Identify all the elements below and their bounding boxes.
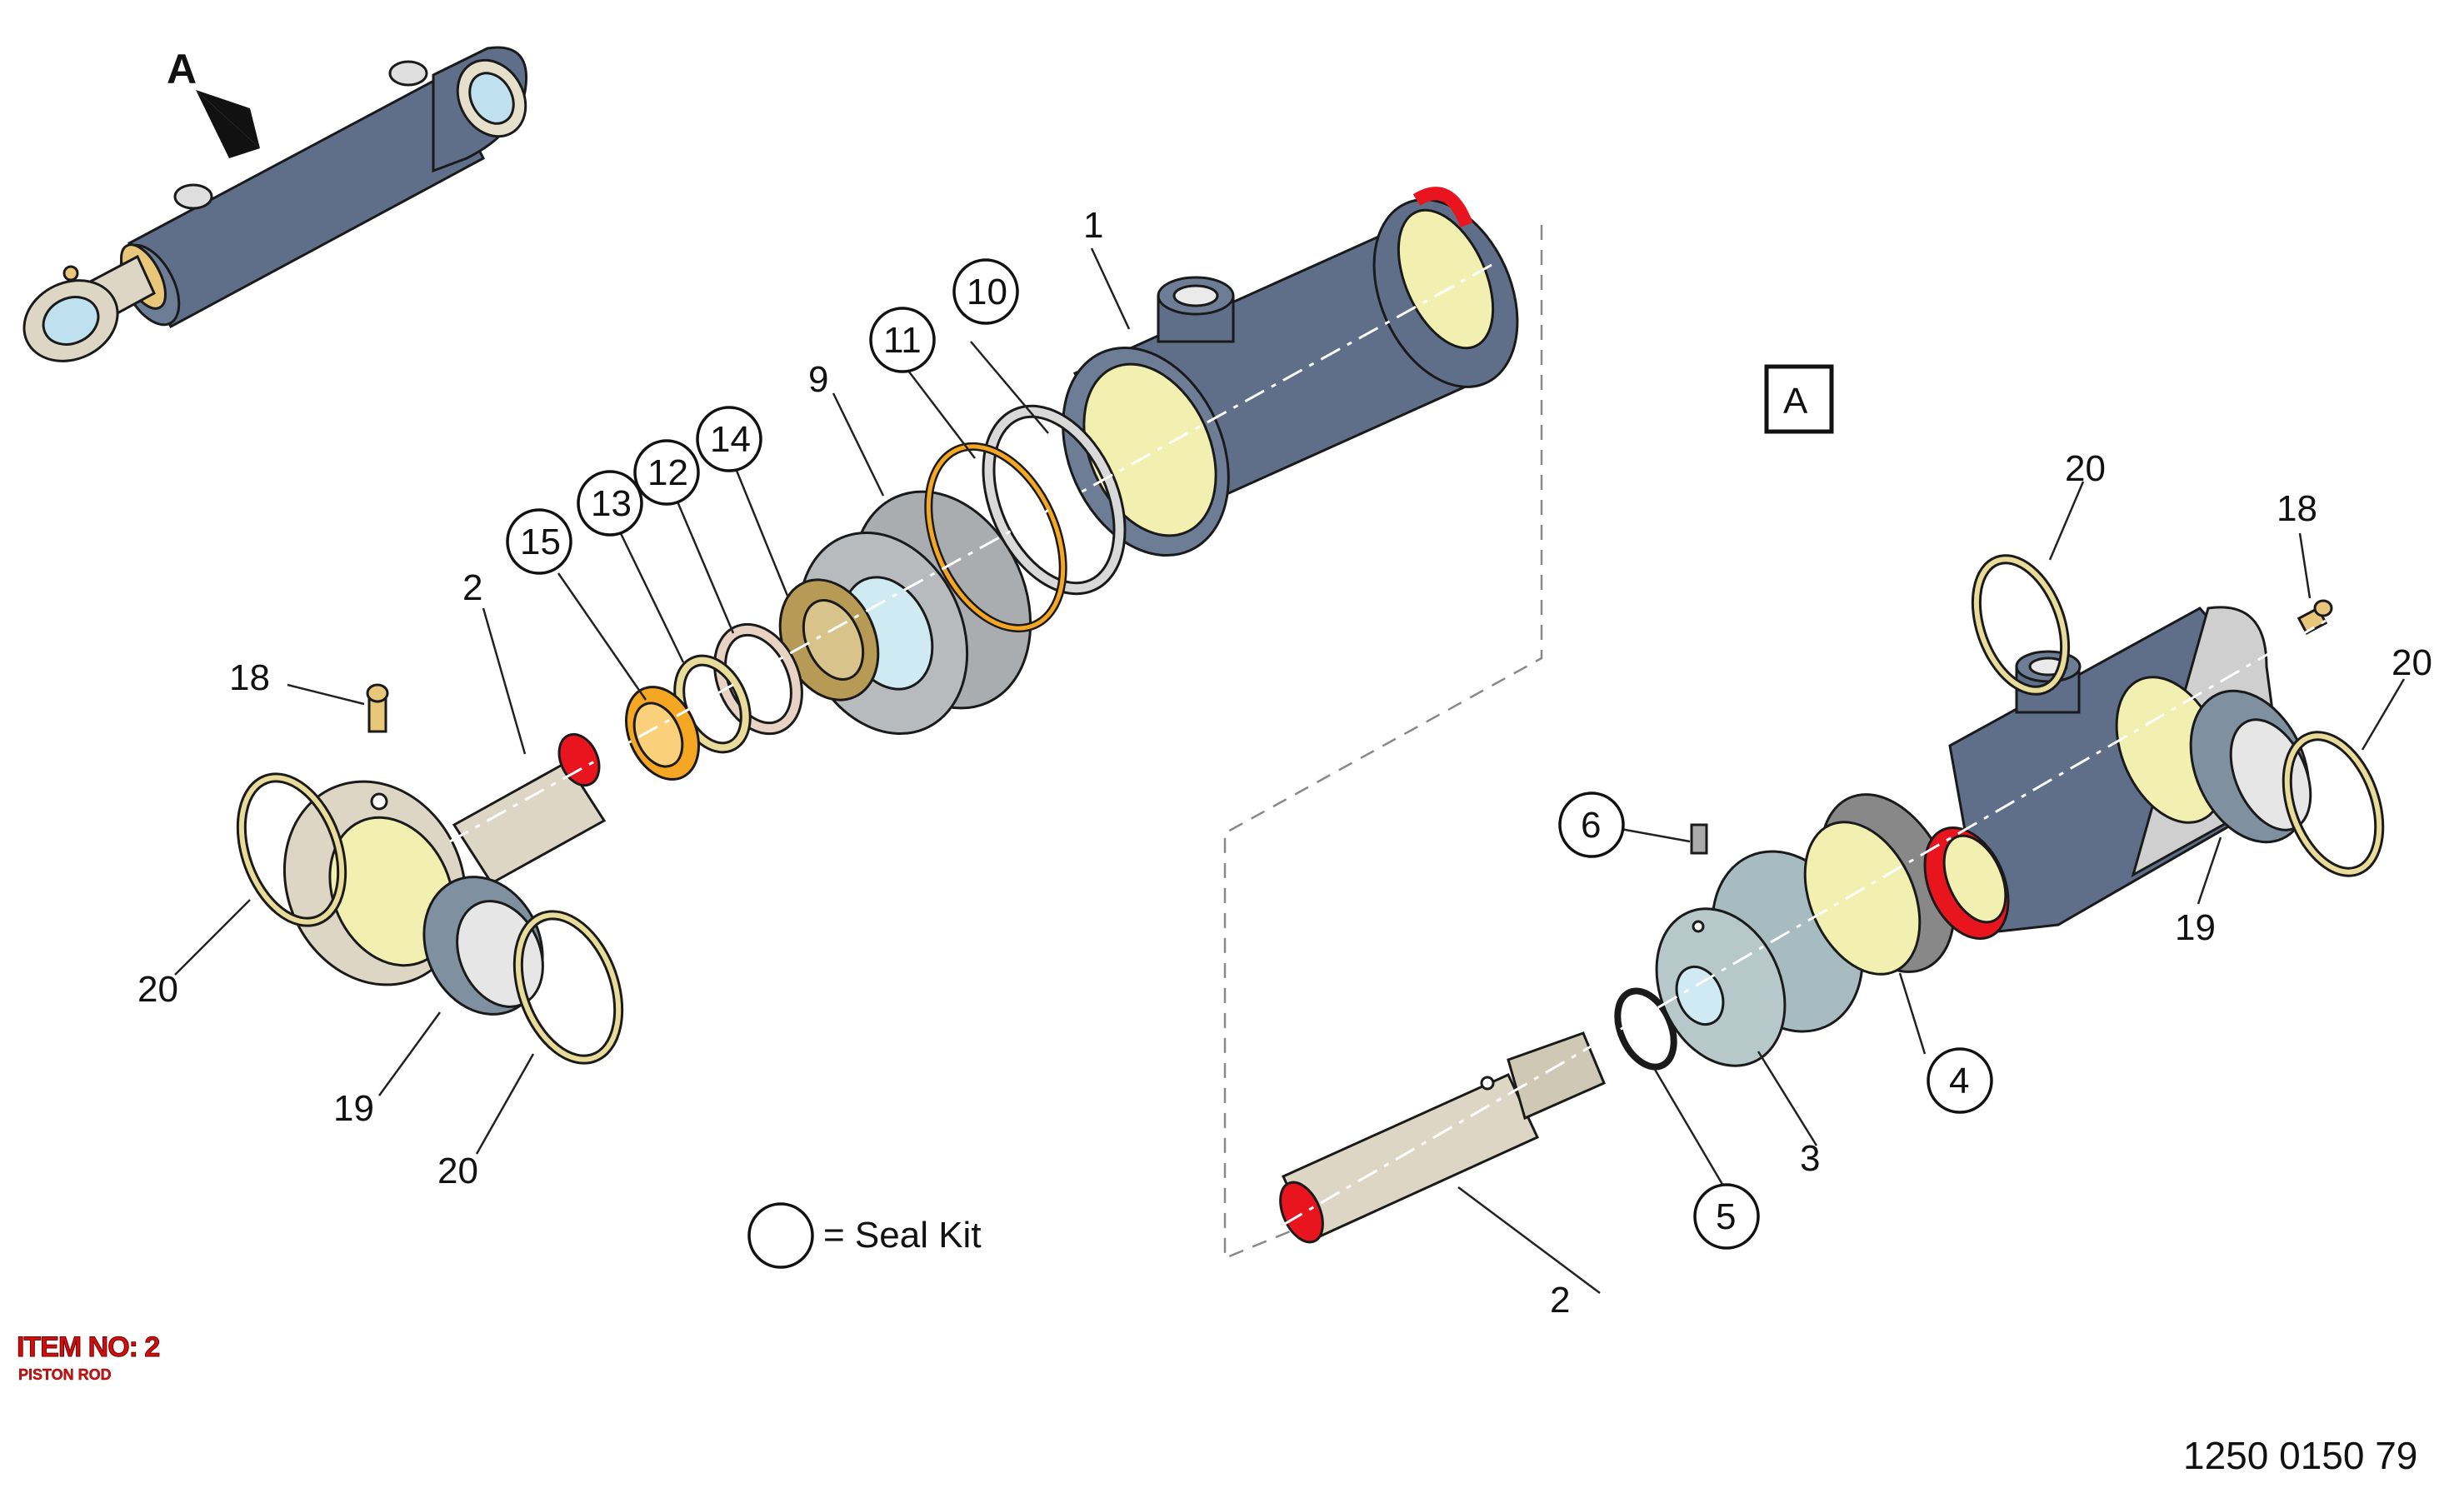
callout-11: 11: [883, 320, 922, 361]
drawing-number: 1250 0150 79: [2183, 1434, 2418, 1477]
item-description: PISTON ROD: [18, 1366, 112, 1383]
callout-20-right-b: 20: [2392, 642, 2432, 683]
callout-20-right-a: 20: [2065, 448, 2106, 489]
callout-19-right: 19: [2175, 907, 2216, 948]
detail-a-label: A: [1783, 381, 1808, 422]
callout-20-left-a: 20: [137, 969, 178, 1010]
callout-13: 13: [591, 483, 632, 524]
callout-circles: [506, 258, 1993, 1269]
legend-seal-kit: = Seal Kit: [823, 1215, 982, 1256]
leader-lines: [174, 247, 2406, 1295]
callout-4: 4: [1949, 1061, 1969, 1101]
callout-12: 12: [647, 452, 688, 493]
part-15-seal: [625, 686, 700, 781]
callout-6: 6: [1581, 805, 1601, 846]
part-18-grease-nipple-right: [2297, 599, 2333, 635]
detail-a-marker: [1764, 364, 1834, 434]
part-2-piston-rod: [1279, 1031, 1606, 1244]
callout-14: 14: [710, 419, 751, 460]
callout-18-right: 18: [2277, 488, 2317, 529]
callout-19-left: 19: [333, 1088, 374, 1129]
callout-2-left: 2: [462, 567, 482, 608]
part-4-piston-seal: [1803, 793, 1956, 976]
callout-18-left: 18: [229, 657, 270, 698]
item-number: ITEM NO: 2: [16, 1331, 160, 1364]
part-6-set-screw: [1690, 823, 1708, 855]
callout-10: 10: [967, 272, 1007, 312]
part-14-rod-seal: [778, 578, 880, 702]
callout-2-right: 2: [1550, 1280, 1570, 1321]
part-2-rod-eye-left: [282, 732, 607, 986]
callout-15: 15: [520, 522, 561, 562]
part-1-barrel: [1062, 187, 1519, 557]
callout-3: 3: [1800, 1138, 1820, 1179]
callout-5: 5: [1716, 1196, 1736, 1237]
assembled-cylinder: [22, 46, 527, 362]
view-arrow-label: A: [167, 46, 197, 92]
callout-9: 9: [808, 359, 828, 400]
callout-1: 1: [1083, 205, 1103, 246]
part-18-grease-nipple-left: [366, 683, 389, 733]
callout-20-left-b: 20: [437, 1151, 478, 1191]
legend-circle: [747, 1202, 814, 1269]
